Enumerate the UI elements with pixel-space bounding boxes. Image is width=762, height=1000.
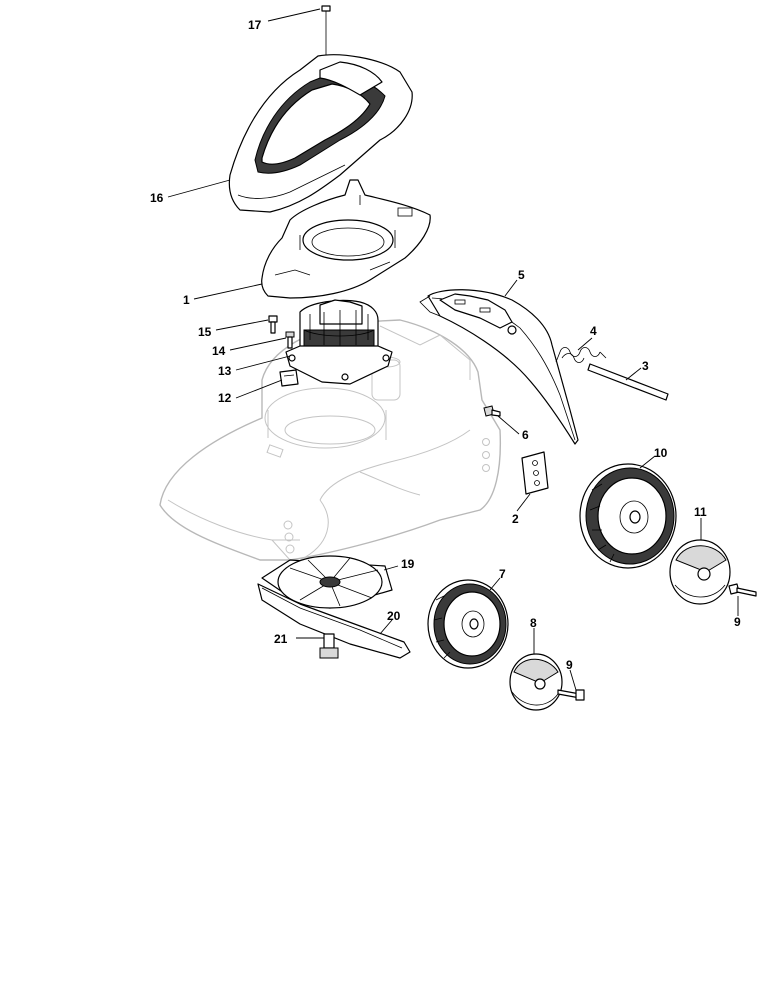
cover-part-16 — [228, 54, 413, 213]
callout-1: 1 — [183, 293, 190, 307]
callout-20: 20 — [387, 609, 401, 623]
rear-flap-part-5 — [419, 289, 579, 445]
blade-bolt-part-21 — [319, 633, 339, 659]
callout-21: 21 — [274, 632, 288, 646]
callout-17: 17 — [248, 18, 262, 32]
callout-4: 4 — [590, 324, 597, 338]
callout-3: 3 — [642, 359, 649, 373]
callout-6: 6 — [522, 428, 529, 442]
callout-11: 11 — [694, 505, 707, 519]
callout-19: 19 — [401, 557, 415, 571]
screw-part-6 — [483, 405, 501, 417]
bolt-part-9-front — [557, 689, 585, 701]
motor-assembly — [285, 299, 393, 385]
callout-15: 15 — [198, 325, 212, 339]
bolt-part-9-rear — [728, 583, 757, 597]
screw-part-15 — [268, 315, 278, 334]
rod-part-3 — [587, 363, 669, 401]
screw-part-17 — [321, 5, 331, 60]
callout-7: 7 — [499, 567, 506, 581]
hub-cap-part-8 — [509, 653, 563, 711]
callout-16: 16 — [150, 191, 164, 205]
hub-cap-part-11 — [669, 539, 731, 605]
wheel-part-7 — [427, 579, 509, 669]
blade-part-20 — [257, 583, 411, 659]
fan-part-19 — [261, 555, 393, 609]
spring-part-4 — [555, 347, 607, 363]
callout-12: 12 — [218, 391, 232, 405]
callout-10: 10 — [654, 446, 668, 460]
callout-8: 8 — [530, 616, 537, 630]
callout-labels: 17 16 1 15 14 13 12 5 4 3 6 2 10 11 9 19… — [150, 18, 741, 672]
bolt-part-14 — [285, 331, 295, 349]
callout-13: 13 — [218, 364, 232, 378]
callout-9-rear: 9 — [734, 615, 741, 629]
callout-9-front: 9 — [566, 658, 573, 672]
motor-plate-part-1 — [261, 179, 431, 299]
callout-14: 14 — [212, 344, 226, 358]
wheel-part-10 — [579, 463, 677, 569]
callout-2: 2 — [512, 512, 519, 526]
bracket-part-2 — [521, 451, 549, 495]
leader-lines — [167, 8, 739, 691]
callout-5: 5 — [518, 268, 525, 282]
clip-part-12 — [279, 369, 299, 387]
